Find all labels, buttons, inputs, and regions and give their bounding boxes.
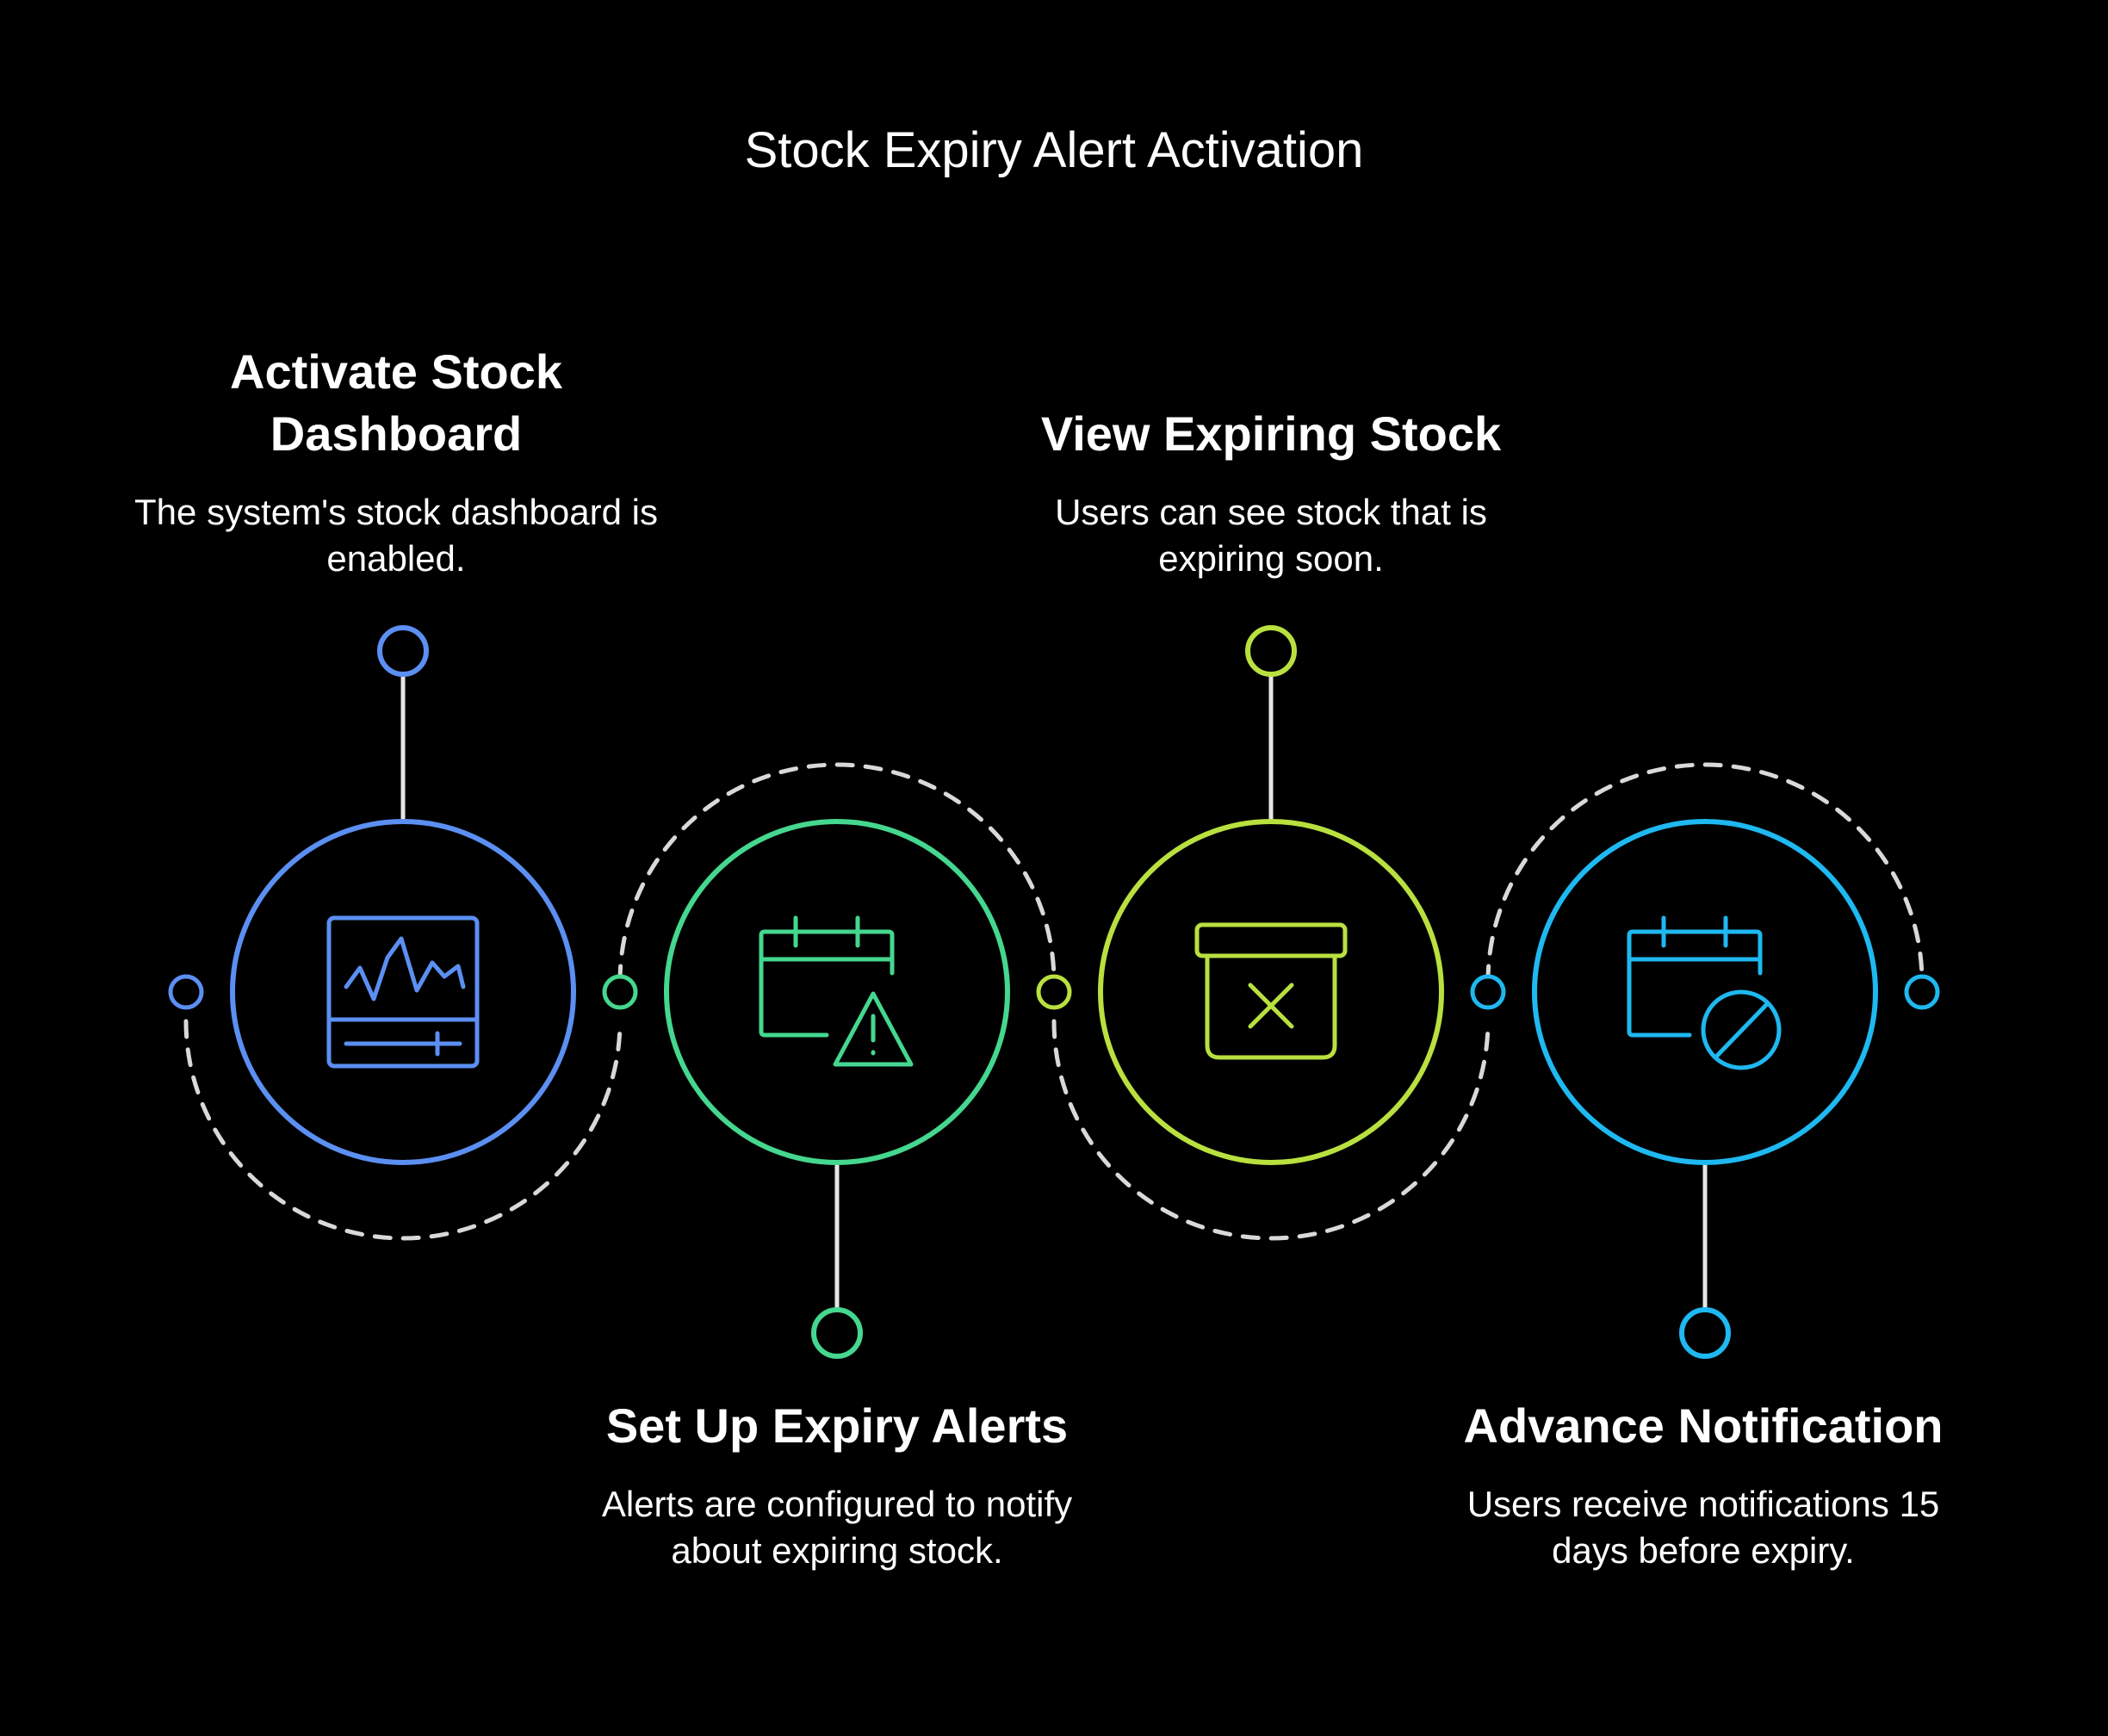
pin-step-2 xyxy=(811,1307,863,1359)
step-title: Advance Notification xyxy=(1463,1398,1944,1453)
step-circles xyxy=(230,819,1878,1165)
pin-step-3 xyxy=(1245,625,1297,677)
step-title: View Expiring Stock xyxy=(1040,406,1502,461)
junction-dot-2 xyxy=(602,974,638,1010)
label-connectors xyxy=(400,675,1708,1309)
step-description: Users receive notifications 15 days befo… xyxy=(1466,1484,1940,1571)
step-description: Users can see stock that is expiring soo… xyxy=(1055,492,1487,579)
step-label-activate-dashboard: Activate Stock Dashboard The system's st… xyxy=(121,341,672,582)
junction-dot-4 xyxy=(1470,974,1506,1010)
step-circle-2 xyxy=(664,819,1010,1165)
label-pins xyxy=(377,625,1731,1359)
step-circle-4 xyxy=(1532,819,1878,1165)
step-title: Activate Stock Dashboard xyxy=(230,344,562,461)
calendar-warning-icon xyxy=(759,915,914,1067)
junction-dot-5 xyxy=(1904,974,1940,1010)
calendar-block-icon xyxy=(1627,915,1782,1070)
archive-x-icon xyxy=(1194,922,1348,1060)
dashboard-chart-icon xyxy=(326,915,480,1069)
step-label-setup-alerts: Set Up Expiry Alerts Alerts are configur… xyxy=(561,1395,1113,1574)
step-circle-3 xyxy=(1098,819,1444,1165)
page-title: Stock Expiry Alert Activation xyxy=(744,122,1364,178)
dashed-flow-path xyxy=(183,762,1925,1241)
pin-step-1 xyxy=(377,625,429,677)
junction-dot-3 xyxy=(1036,974,1072,1010)
step-label-view-expiring: View Expiring Stock Users can see stock … xyxy=(995,403,1547,582)
flow-junction-dots xyxy=(168,974,1940,1010)
step-circle-1 xyxy=(230,819,576,1165)
step-title: Set Up Expiry Alerts xyxy=(605,1398,1069,1453)
step-label-advance-notification: Advance Notification Users receive notif… xyxy=(1428,1395,1979,1574)
pin-step-4 xyxy=(1679,1307,1731,1359)
step-description: Alerts are configured to notify about ex… xyxy=(601,1484,1073,1571)
junction-dot-1 xyxy=(168,974,204,1010)
step-description: The system's stock dashboard is enabled. xyxy=(134,492,658,579)
